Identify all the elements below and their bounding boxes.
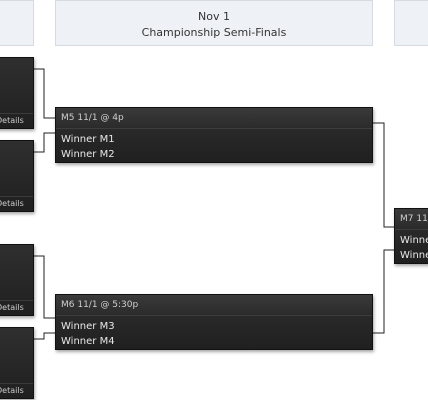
match-card-m1[interactable]: Details (0, 57, 34, 129)
header-semifinals: Nov 1 Championship Semi-Finals (55, 0, 373, 46)
match-card-m4[interactable]: Details (0, 327, 34, 399)
match-header: M5 11/1 @ 4p (56, 108, 372, 129)
header-left-partial (0, 0, 34, 46)
header-right-partial (394, 0, 428, 46)
details-link[interactable]: Details (0, 113, 33, 128)
match-header: M6 11/1 @ 5:30p (56, 295, 372, 316)
details-link[interactable]: Details (0, 300, 33, 315)
team-slot-1: Winner M1 (61, 134, 115, 145)
team-slot-1: Winne (400, 235, 428, 246)
match-card-m2[interactable]: Details (0, 140, 34, 212)
match-card-m6[interactable]: M6 11/1 @ 5:30p Winner M3 Winner M4 (55, 294, 373, 350)
team-slot-2: Winne (400, 250, 428, 261)
details-link[interactable]: Details (0, 196, 33, 211)
team-slot-1: Winner M3 (61, 321, 115, 332)
team-slot-2: Winner M4 (61, 336, 115, 347)
match-card-m3[interactable]: Details (0, 244, 34, 316)
match-card-m7[interactable]: M7 11/ Winne Winne (394, 208, 428, 264)
header-round: Championship Semi-Finals (141, 26, 287, 39)
team-slot-2: Winner M2 (61, 149, 115, 160)
match-card-m5[interactable]: M5 11/1 @ 4p Winner M1 Winner M2 (55, 107, 373, 163)
header-date: Nov 1 (198, 10, 230, 23)
details-link[interactable]: Details (0, 383, 33, 398)
match-header: M7 11/ (395, 209, 428, 230)
